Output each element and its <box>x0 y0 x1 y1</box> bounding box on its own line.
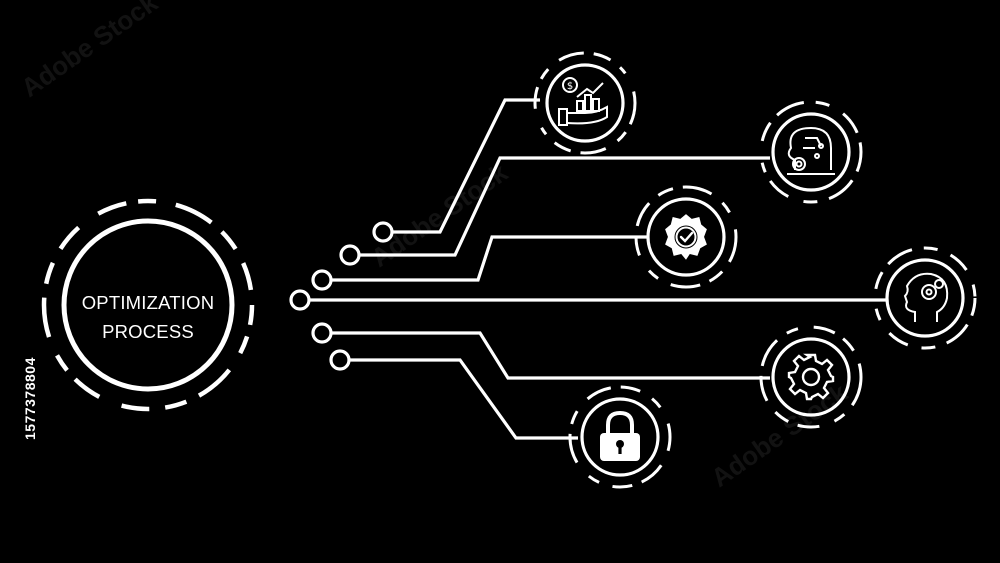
mind-gear-node <box>873 246 977 350</box>
badge-check-icon <box>665 214 707 260</box>
settings-node <box>759 325 863 429</box>
security-node <box>568 385 672 489</box>
hub-title-line1: OPTIMIZATION <box>81 292 215 313</box>
terminal-dots <box>289 221 394 371</box>
quality-badge-node <box>634 185 738 289</box>
svg-text:$: $ <box>567 81 573 92</box>
hub-title-line2: PROCESS <box>102 321 194 342</box>
trace-quality <box>322 235 648 282</box>
finance-growth-node: $ <box>533 51 637 155</box>
head-gears-icon <box>903 272 949 322</box>
ai-circuit-head-icon <box>787 126 835 175</box>
circuit-lines <box>300 98 888 440</box>
gear-icon <box>787 353 835 401</box>
hand-coin-chart-icon: $ <box>558 77 608 126</box>
ai-brain-node <box>759 100 863 204</box>
stock-id-label: 1577378804 <box>22 357 38 440</box>
hub-circle <box>41 198 255 412</box>
hub-title: OPTIMIZATION PROCESS <box>58 288 238 346</box>
padlock-icon <box>600 410 640 461</box>
trace-finance <box>392 98 540 234</box>
trace-ai-brain <box>350 156 770 257</box>
trace-security <box>340 358 578 440</box>
trace-settings <box>322 331 770 380</box>
